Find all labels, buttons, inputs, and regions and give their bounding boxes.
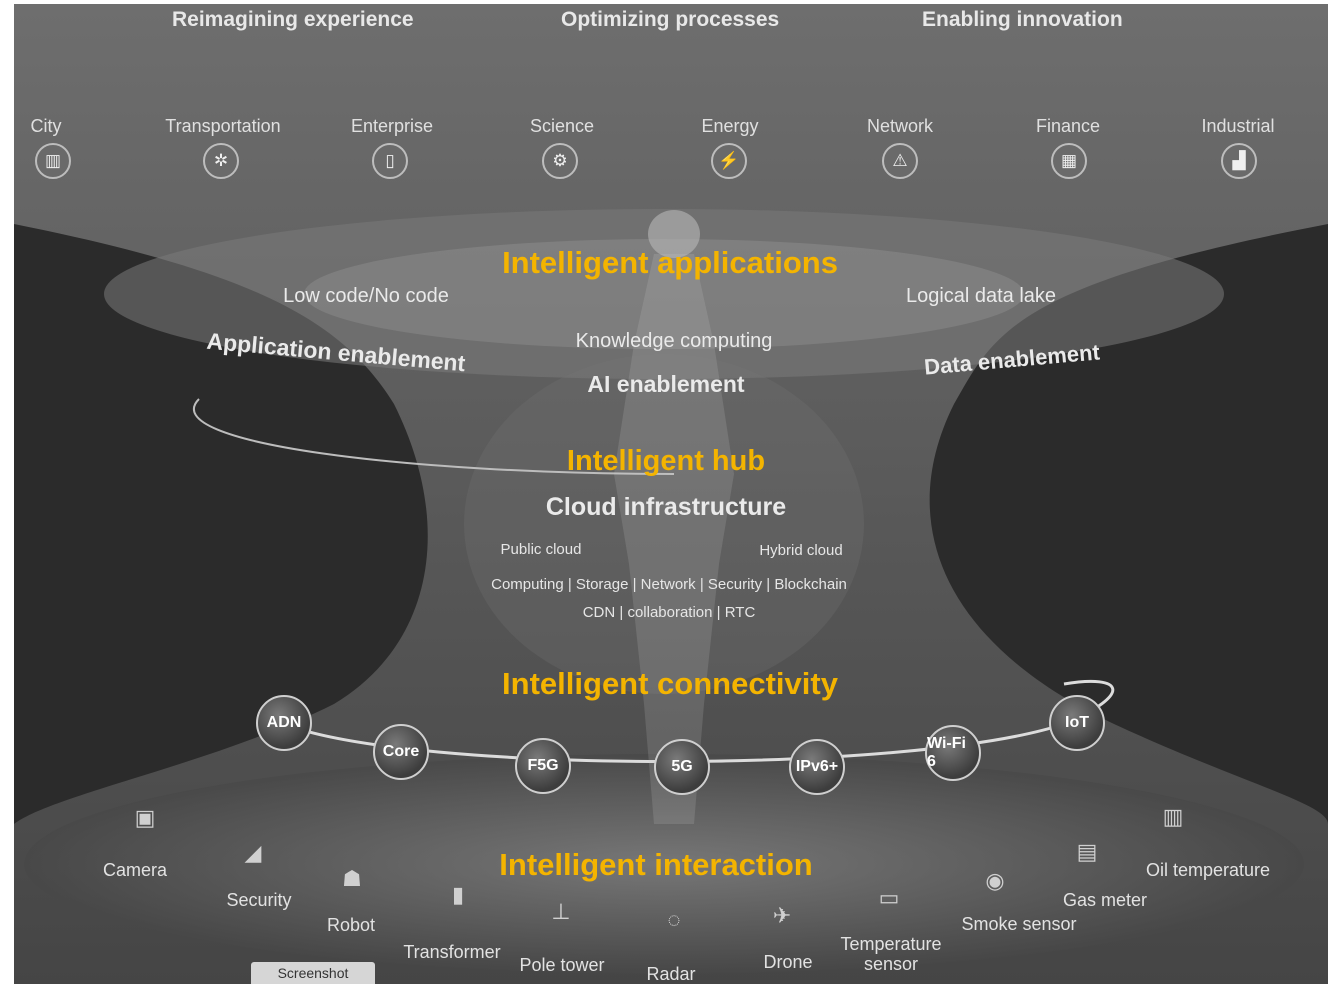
device-drone-label: Drone	[763, 952, 813, 972]
industry-energy-label: Energy	[701, 116, 759, 136]
device-temperature-sensor-label: Temperature sensor	[840, 934, 942, 974]
connectivity-node-wifi6: Wi-Fi 6	[925, 725, 981, 781]
low-code-label: Low code/No code	[283, 285, 449, 307]
connectivity-node-ipv6: IPv6+	[789, 739, 845, 795]
device-smoke-sensor-label: Smoke sensor	[961, 914, 1077, 934]
device-robot-label: Robot	[326, 915, 376, 935]
device-security-label: Security	[226, 890, 292, 910]
smoke-sensor-icon: ◉	[985, 868, 1005, 893]
device-pole-tower-label: Pole tower	[519, 955, 605, 975]
industry-enterprise-label: Enterprise	[350, 116, 434, 136]
header-optimizing: Optimizing processes	[561, 8, 780, 31]
transportation-icon: ✲	[203, 143, 239, 179]
device-transformer-label: Transformer	[403, 942, 501, 962]
oil-temperature-icon: ▥	[1162, 804, 1184, 829]
industry-industrial-label: Industrial	[1201, 116, 1275, 136]
intelligent-applications-title: Intelligent applications	[502, 245, 838, 280]
industry-science-label: Science	[529, 116, 595, 136]
camera-icon: ▣	[134, 805, 156, 830]
header-reimagining: Reimagining experience	[172, 8, 414, 31]
temperature-sensor-icon: ▭	[878, 885, 900, 910]
industry-finance-label: Finance	[1035, 116, 1101, 136]
device-gas-meter-label: Gas meter	[1062, 890, 1148, 910]
knowledge-computing-label: Knowledge computing	[575, 330, 773, 352]
hub-services-line2: CDN | collaboration | RTC	[582, 604, 756, 621]
header-enabling: Enabling innovation	[922, 8, 1123, 31]
industry-transportation-label: Transportation	[165, 116, 281, 136]
industry-city-label: City	[30, 116, 62, 136]
finance-icon: ▦	[1051, 143, 1087, 179]
ai-enablement-label: AI enablement	[587, 371, 745, 397]
connectivity-node-adn: ADN	[256, 695, 312, 751]
pole-tower-icon: ⊥	[551, 899, 571, 924]
connectivity-node-iot: IoT	[1049, 695, 1105, 751]
connectivity-node-f5g: F5G	[515, 738, 571, 794]
device-camera-label: Camera	[102, 860, 168, 880]
drone-icon: ✈	[772, 903, 792, 928]
city-icon: ▥	[35, 143, 71, 179]
cloud-infrastructure-label: Cloud infrastructure	[545, 493, 787, 521]
diagram-panel: Reimagining experience Optimizing proces…	[14, 4, 1328, 984]
security-camera-icon: ◢	[244, 840, 262, 865]
device-radar-label: Radar	[646, 964, 696, 984]
science-icon: ⚙	[542, 143, 578, 179]
industry-network-label: Network	[866, 116, 934, 136]
device-oil-temperature-label: Oil temperature	[1145, 860, 1271, 880]
radar-icon: ◌	[667, 907, 681, 932]
energy-icon: ⚡	[711, 143, 747, 179]
funnel-shape	[14, 4, 1328, 984]
intelligent-hub-title: Intelligent hub	[566, 445, 766, 477]
intelligent-interaction-title: Intelligent interaction	[499, 847, 813, 882]
enterprise-icon: ▯	[372, 143, 408, 179]
hybrid-cloud-label: Hybrid cloud	[759, 542, 843, 559]
connectivity-node-5g: 5G	[654, 739, 710, 795]
transformer-icon: ▮	[451, 882, 465, 907]
logical-data-lake-label: Logical data lake	[905, 285, 1057, 307]
connectivity-node-core: Core	[373, 724, 429, 780]
robot-icon: ☗	[342, 866, 362, 891]
network-icon: ⚠	[882, 143, 918, 179]
gas-meter-icon: ▤	[1076, 839, 1098, 864]
hub-services-line1: Computing | Storage | Network | Security…	[491, 576, 847, 593]
public-cloud-label: Public cloud	[500, 541, 582, 558]
intelligent-connectivity-title: Intelligent connectivity	[502, 666, 838, 701]
industrial-icon: ▟	[1221, 143, 1257, 179]
screenshot-tab[interactable]: Screenshot	[251, 962, 375, 984]
